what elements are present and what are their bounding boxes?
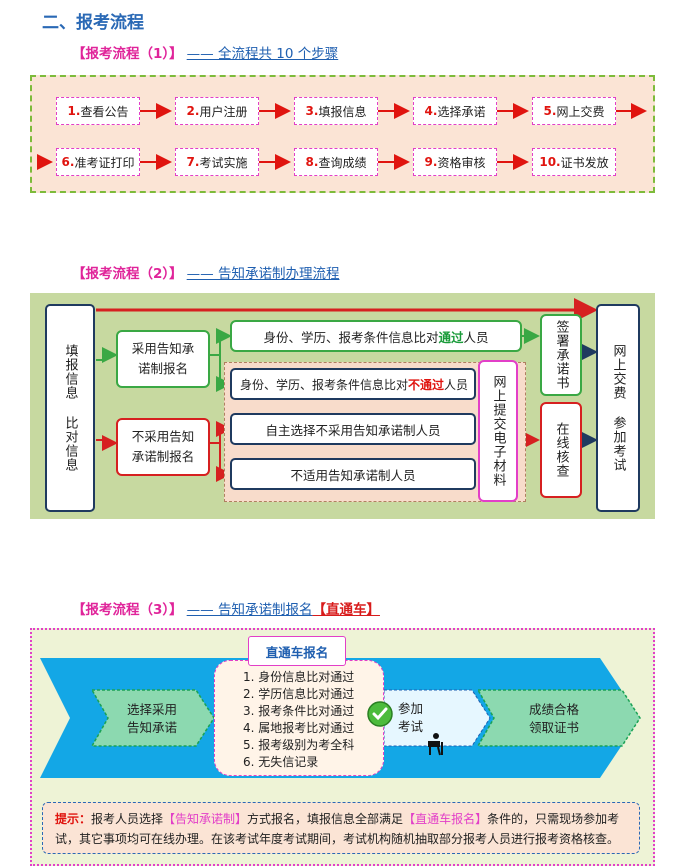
submit-electronic-materials-box: 网上提交电子材料 [478, 360, 518, 502]
condition-3: 3. 报考条件比对通过 [243, 704, 355, 718]
step-7: 7.考试实施 [175, 148, 259, 176]
section3-bracket: 【报考流程（3）】 [72, 602, 183, 618]
attend-exam-label: 参加 考试 [398, 701, 424, 734]
section1-subheading: 【报考流程（1）】—— 全流程共 10 个步骤 [72, 42, 338, 62]
page-title: 二、报考流程 [42, 13, 144, 33]
condition-4: 4. 属地报考比对通过 [243, 721, 355, 735]
not-adopt-commitment-box: 不采用告知承诺制报名 [116, 418, 210, 476]
pay-exam-box: 网上交费 参加考试 [596, 304, 640, 512]
mid-chevron [383, 689, 491, 747]
row-voluntary-not-adopt: 自主选择不采用告知承诺制人员 [230, 413, 476, 445]
direct-channel-tag: 直通车报名 [248, 636, 346, 666]
section3-link-red[interactable]: 【直通车】 [312, 602, 380, 618]
step-2: 2.用户注册 [175, 97, 259, 125]
left-green-chevron [90, 689, 215, 747]
hint-note: 提示：报考人员选择【告知承诺制】方式报名，填报信息全部满足【直通车报名】条件的，… [42, 802, 640, 854]
condition-6: 6. 无失信记录 [243, 755, 319, 769]
right-green-chevron [476, 689, 641, 747]
row-compare-pass: 身份、学历、报考条件信息比对通过人员 [230, 320, 522, 352]
fill-compare-info-box: 填报信息 比对信息 [45, 304, 95, 512]
step-8: 8.查询成绩 [294, 148, 378, 176]
condition-5: 5. 报考级别为考全科 [243, 738, 355, 752]
section3-link[interactable]: —— 告知承诺制报名 [186, 602, 313, 618]
section2-bracket: 【报考流程（2）】 [72, 266, 183, 282]
choose-commitment-label: 选择采用 告知承诺 [126, 702, 177, 735]
sign-commitment-box: 签署承诺书 [540, 314, 582, 396]
exam-taker-icon [428, 733, 443, 756]
step-9: 9.资格审核 [413, 148, 497, 176]
online-check-box: 在线核查 [540, 402, 582, 498]
step-4: 4.选择承诺 [413, 97, 497, 125]
conditions-card: 1. 身份信息比对通过 2. 学历信息比对通过 3. 报考条件比对通过 4. 属… [214, 660, 384, 776]
step-6: 6.准考证打印 [56, 148, 140, 176]
condition-2: 2. 学历信息比对通过 [243, 687, 355, 701]
section2-link[interactable]: —— 告知承诺制办理流程 [186, 266, 340, 282]
step-10: 10.证书发放 [532, 148, 616, 176]
step-3: 3.填报信息 [294, 97, 378, 125]
step-1: 1.查看公告 [56, 97, 140, 125]
condition-1: 1. 身份信息比对通过 [243, 670, 355, 684]
adopt-commitment-box: 采用告知承诺制报名 [116, 330, 210, 388]
pass-certificate-label: 成绩合格 领取证书 [528, 702, 579, 735]
check-icon [367, 701, 393, 727]
row-not-applicable: 不适用告知承诺制人员 [230, 458, 476, 490]
row-compare-fail: 身份、学历、报考条件信息比对不通过人员 [230, 368, 476, 400]
step-5: 5.网上交费 [532, 97, 616, 125]
section1-bracket: 【报考流程（1）】 [72, 46, 183, 62]
section3-subheading: 【报考流程（3）】—— 告知承诺制报名【直通车】 [72, 598, 380, 618]
section2-subheading: 【报考流程（2）】—— 告知承诺制办理流程 [72, 262, 339, 282]
section1-link[interactable]: —— 全流程共 10 个步骤 [186, 46, 339, 62]
